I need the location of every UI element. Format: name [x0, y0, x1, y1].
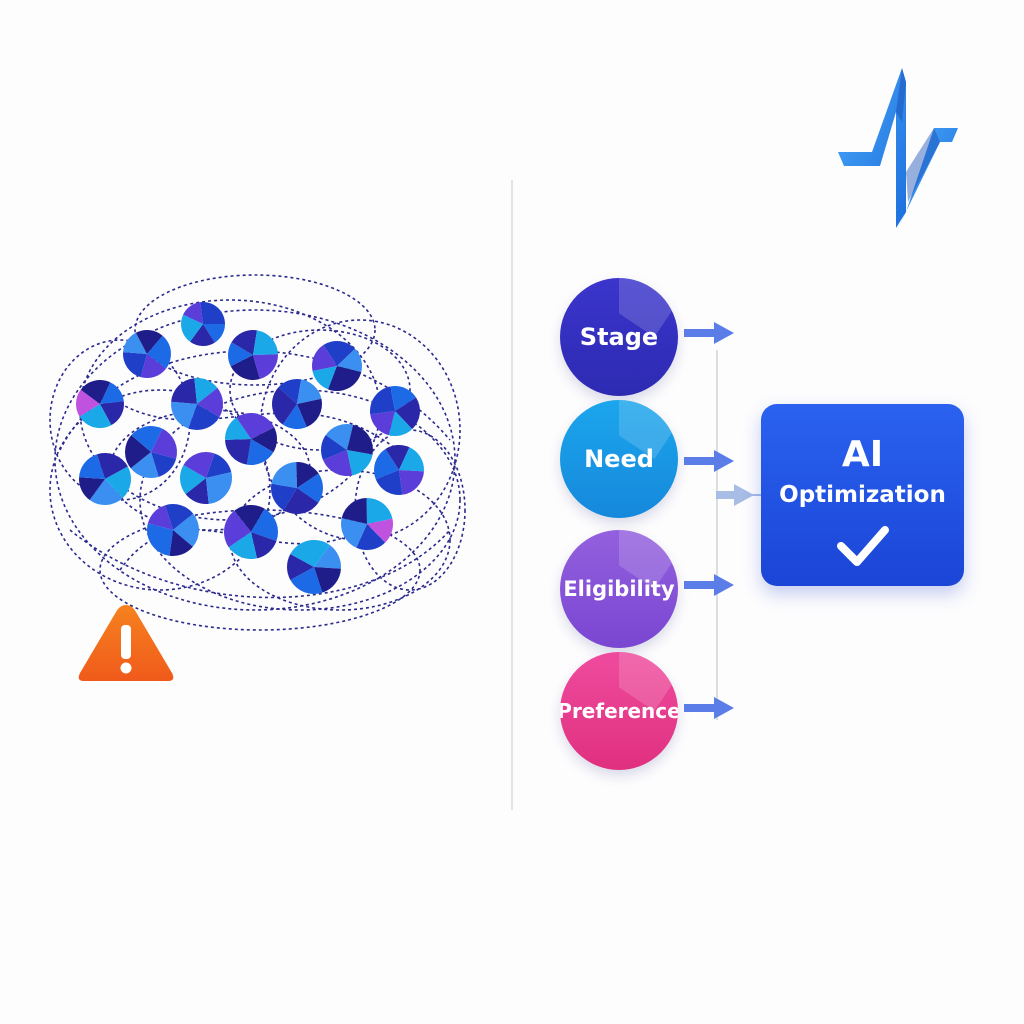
factor-preference: Preference — [560, 652, 678, 770]
warning-triangle-icon — [78, 605, 174, 681]
factor-label: Need — [584, 445, 654, 473]
arrow-right-icon — [684, 450, 734, 472]
factor-label: Eligibility — [563, 577, 675, 601]
factor-label: Preference — [560, 699, 678, 723]
pulse-logo-icon — [838, 68, 958, 228]
factor-label: Stage — [579, 323, 659, 351]
arrow-right-icon — [684, 322, 734, 344]
ai-optimization-card: AI Optimization — [761, 404, 964, 586]
arrow-right-icon — [684, 574, 734, 596]
connector-rail — [716, 350, 718, 720]
factor-stage: Stage — [560, 278, 678, 396]
ai-subtitle: Optimization — [779, 482, 946, 508]
ai-title: AI — [841, 434, 884, 475]
panel-divider — [511, 180, 513, 810]
tangled-network-diagram — [49, 274, 466, 631]
arrow-right-icon — [684, 697, 734, 719]
factor-need: Need — [560, 400, 678, 518]
factor-eligibility: Eligibility — [560, 530, 678, 648]
checkmark-icon — [837, 526, 889, 566]
arrow-right-icon — [716, 484, 762, 506]
